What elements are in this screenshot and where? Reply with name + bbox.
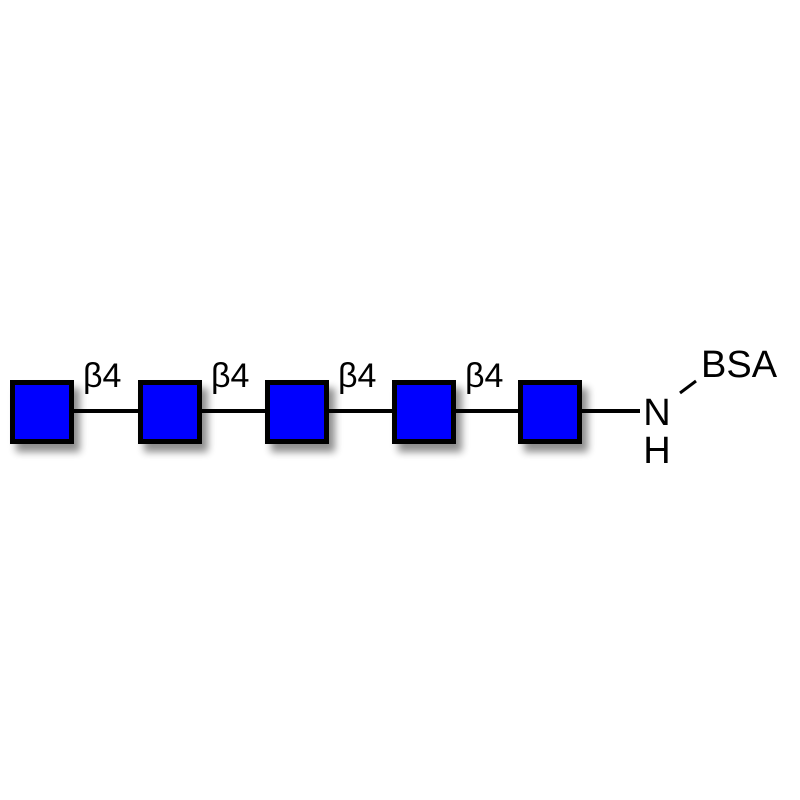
linkage-label: β4 — [211, 357, 249, 395]
glcnac-square-residue — [138, 380, 202, 444]
glcnac-square-residue — [265, 380, 329, 444]
linkage-label: β4 — [465, 357, 503, 395]
glcnac-square-residue — [10, 380, 74, 444]
glcnac-square-residue — [518, 380, 582, 444]
hydrogen-label: H — [643, 430, 670, 472]
linkage-label: β4 — [83, 357, 121, 395]
carrier-bond — [679, 379, 697, 395]
glcnac-square-residue — [392, 380, 456, 444]
linkage-label: β4 — [338, 357, 376, 395]
nitrogen-label: N — [643, 392, 670, 434]
carrier-label: BSA — [701, 344, 778, 386]
